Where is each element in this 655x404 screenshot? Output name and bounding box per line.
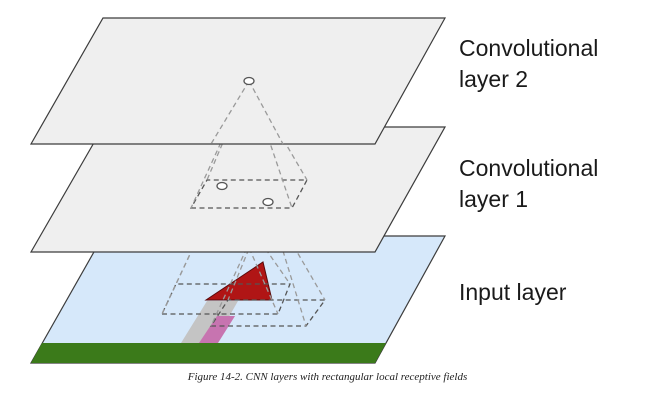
neuron-conv1-a bbox=[216, 181, 228, 191]
label-conv-layer-2-line1: Convolutional bbox=[459, 35, 599, 61]
conv-layer-2-group bbox=[29, 17, 447, 145]
label-input-layer-text: Input layer bbox=[459, 279, 567, 305]
label-conv-layer-2: Convolutional layer 2 bbox=[459, 33, 598, 95]
conv-layer-1-neurons bbox=[216, 181, 274, 207]
pyramid-line bbox=[248, 80, 284, 145]
conv-layer-2-plane bbox=[29, 17, 447, 145]
figure-caption: Figure 14-2. CNN layers with rectangular… bbox=[187, 371, 468, 383]
receptive-field-box-b bbox=[209, 299, 327, 327]
label-input-layer: Input layer bbox=[459, 277, 566, 308]
label-conv-layer-2-line2: layer 2 bbox=[459, 66, 529, 92]
label-conv-layer-1: Convolutional layer 1 bbox=[459, 153, 598, 215]
label-conv-layer-1-line2: layer 1 bbox=[459, 186, 529, 212]
neuron-conv2 bbox=[243, 76, 255, 86]
road-inner bbox=[199, 316, 235, 343]
pyramid-line bbox=[210, 80, 250, 145]
road-outer bbox=[181, 301, 238, 343]
pyramid-line bbox=[248, 80, 293, 209]
neuron-conv1-b bbox=[262, 197, 274, 207]
pyramid-line bbox=[210, 201, 269, 327]
conv-layer-1-group bbox=[29, 126, 447, 253]
grass-strip bbox=[31, 343, 386, 363]
label-conv-layer-1-line1: Convolutional bbox=[459, 155, 599, 181]
conv-layer-1-plane bbox=[29, 126, 447, 253]
